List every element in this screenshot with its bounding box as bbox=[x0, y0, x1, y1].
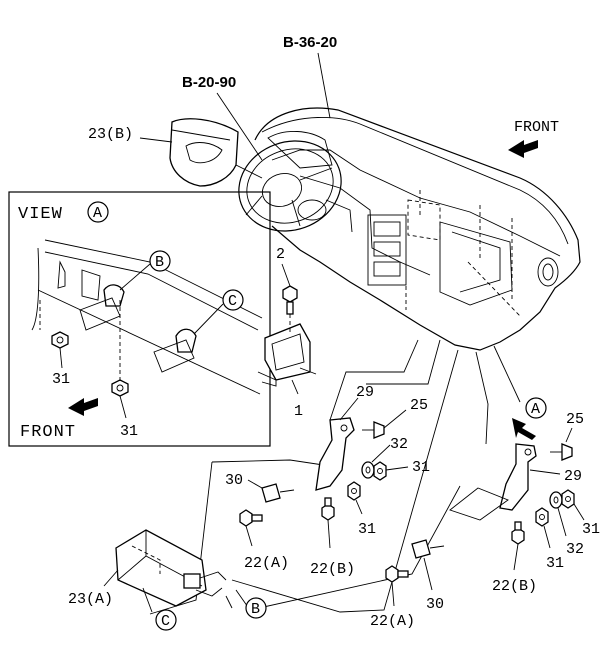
label-part-2[interactable]: 2 bbox=[276, 246, 285, 263]
label-part-32-right[interactable]: 32 bbox=[566, 541, 584, 558]
callout-c-circle bbox=[155, 609, 177, 631]
leader-line bbox=[119, 263, 151, 291]
leader-line bbox=[339, 397, 359, 421]
view-title: VIEW bbox=[18, 205, 63, 224]
washer-32-right[interactable] bbox=[549, 491, 563, 509]
ref-label-dash[interactable]: B-36-20 bbox=[283, 34, 337, 51]
leader-line bbox=[327, 519, 331, 549]
view-callout-c-circle bbox=[222, 289, 244, 311]
leader-line bbox=[235, 164, 263, 179]
leader-line bbox=[423, 557, 433, 591]
leader-line bbox=[225, 595, 233, 609]
bolt-22a-right[interactable] bbox=[385, 565, 409, 583]
left-bracket-29[interactable] bbox=[315, 417, 355, 491]
leader-line bbox=[383, 409, 407, 429]
label-part-31-left-washer[interactable]: 31 bbox=[412, 459, 430, 476]
sensor-30-left[interactable] bbox=[261, 483, 295, 503]
label-part-29-right[interactable]: 29 bbox=[564, 468, 582, 485]
label-part-25-right[interactable]: 25 bbox=[566, 411, 584, 428]
view-front-arrow-icon bbox=[68, 398, 98, 416]
leader-line bbox=[391, 581, 395, 607]
view-letter: A bbox=[93, 205, 102, 222]
callout-b: B bbox=[251, 601, 260, 618]
label-part-22b-right[interactable]: 22(B) bbox=[492, 578, 537, 595]
view-part-31-right[interactable]: 31 bbox=[120, 423, 138, 440]
leader-line bbox=[281, 263, 291, 287]
leader-line bbox=[216, 92, 263, 161]
nut-31-left-b[interactable] bbox=[347, 481, 361, 501]
view-a-arrow-icon bbox=[512, 418, 536, 440]
leader-line bbox=[245, 525, 253, 547]
airbag-module-23b[interactable] bbox=[169, 118, 239, 187]
label-part-22a-left[interactable]: 22(A) bbox=[244, 555, 289, 572]
view-callout-c: C bbox=[228, 293, 237, 310]
label-part-31-right-top[interactable]: 31 bbox=[582, 521, 600, 538]
label-part-30-right[interactable]: 30 bbox=[426, 596, 444, 613]
callout-c: C bbox=[161, 613, 170, 630]
bolt-22b-right[interactable] bbox=[511, 521, 525, 545]
leader-line bbox=[119, 395, 127, 419]
leader-line bbox=[529, 469, 561, 475]
view-part-31-left[interactable]: 31 bbox=[52, 371, 70, 388]
leader-line bbox=[371, 444, 391, 463]
label-part-31-left-nut[interactable]: 31 bbox=[358, 521, 376, 538]
screw-25-left[interactable] bbox=[362, 421, 385, 439]
view-marker: A bbox=[531, 401, 540, 418]
leader-line bbox=[103, 569, 119, 587]
label-part-22b-left[interactable]: 22(B) bbox=[310, 561, 355, 578]
leader-line bbox=[139, 137, 173, 143]
label-part-31-right-bottom[interactable]: 31 bbox=[546, 555, 564, 572]
srs-unit-23a[interactable] bbox=[115, 529, 227, 607]
nut-31-right-b[interactable] bbox=[535, 507, 549, 527]
sensor-30-right[interactable] bbox=[411, 539, 445, 559]
label-23b[interactable]: 23(B) bbox=[88, 126, 133, 143]
label-part-22a-right[interactable]: 22(A) bbox=[370, 613, 415, 630]
label-part-30-left[interactable]: 30 bbox=[225, 472, 243, 489]
bracket-1[interactable] bbox=[257, 323, 317, 387]
leader-line bbox=[247, 479, 263, 489]
nut-31-left-a[interactable] bbox=[373, 461, 387, 481]
ref-label-steering[interactable]: B-20-90 bbox=[182, 74, 236, 91]
screw-25-right[interactable] bbox=[550, 443, 573, 461]
front-label-main: FRONT bbox=[514, 119, 559, 136]
leader-line bbox=[317, 52, 331, 119]
right-bracket-29[interactable] bbox=[499, 443, 537, 511]
label-part-29-left[interactable]: 29 bbox=[356, 384, 374, 401]
label-part-25-left[interactable]: 25 bbox=[410, 397, 428, 414]
washer-32-left[interactable] bbox=[361, 461, 375, 479]
view-callout-b: B bbox=[155, 254, 164, 271]
bolt-2[interactable] bbox=[282, 285, 298, 315]
leader-line bbox=[565, 427, 573, 443]
leader-line bbox=[513, 543, 519, 571]
view-front-label: FRONT bbox=[20, 423, 76, 442]
nut-31-right-a[interactable] bbox=[561, 489, 575, 509]
harness-lines bbox=[149, 339, 521, 615]
leader-line bbox=[543, 525, 551, 549]
leader-line bbox=[193, 303, 224, 335]
leader-line bbox=[291, 379, 299, 395]
view-callout-b-circle bbox=[149, 250, 171, 272]
leader-line bbox=[557, 507, 567, 537]
right-mount-plate bbox=[449, 487, 509, 521]
leader-line bbox=[355, 499, 363, 515]
callout-b-circle bbox=[245, 597, 267, 619]
leader-line bbox=[573, 503, 585, 521]
bolt-22b-left[interactable] bbox=[321, 497, 335, 521]
view-letter-circle bbox=[87, 201, 109, 223]
leader-line bbox=[385, 466, 409, 471]
leader-line bbox=[59, 347, 63, 369]
label-part-32-left[interactable]: 32 bbox=[390, 436, 408, 453]
label-part-1[interactable]: 1 bbox=[294, 403, 303, 420]
view-a-inset bbox=[8, 191, 271, 447]
leader-line bbox=[142, 587, 153, 613]
view-marker-circle bbox=[525, 397, 547, 419]
front-arrow-icon bbox=[508, 140, 538, 158]
label-part-23a[interactable]: 23(A) bbox=[68, 591, 113, 608]
steering-wheel-drawing bbox=[238, 140, 353, 233]
bolt-22a-left[interactable] bbox=[239, 509, 263, 527]
